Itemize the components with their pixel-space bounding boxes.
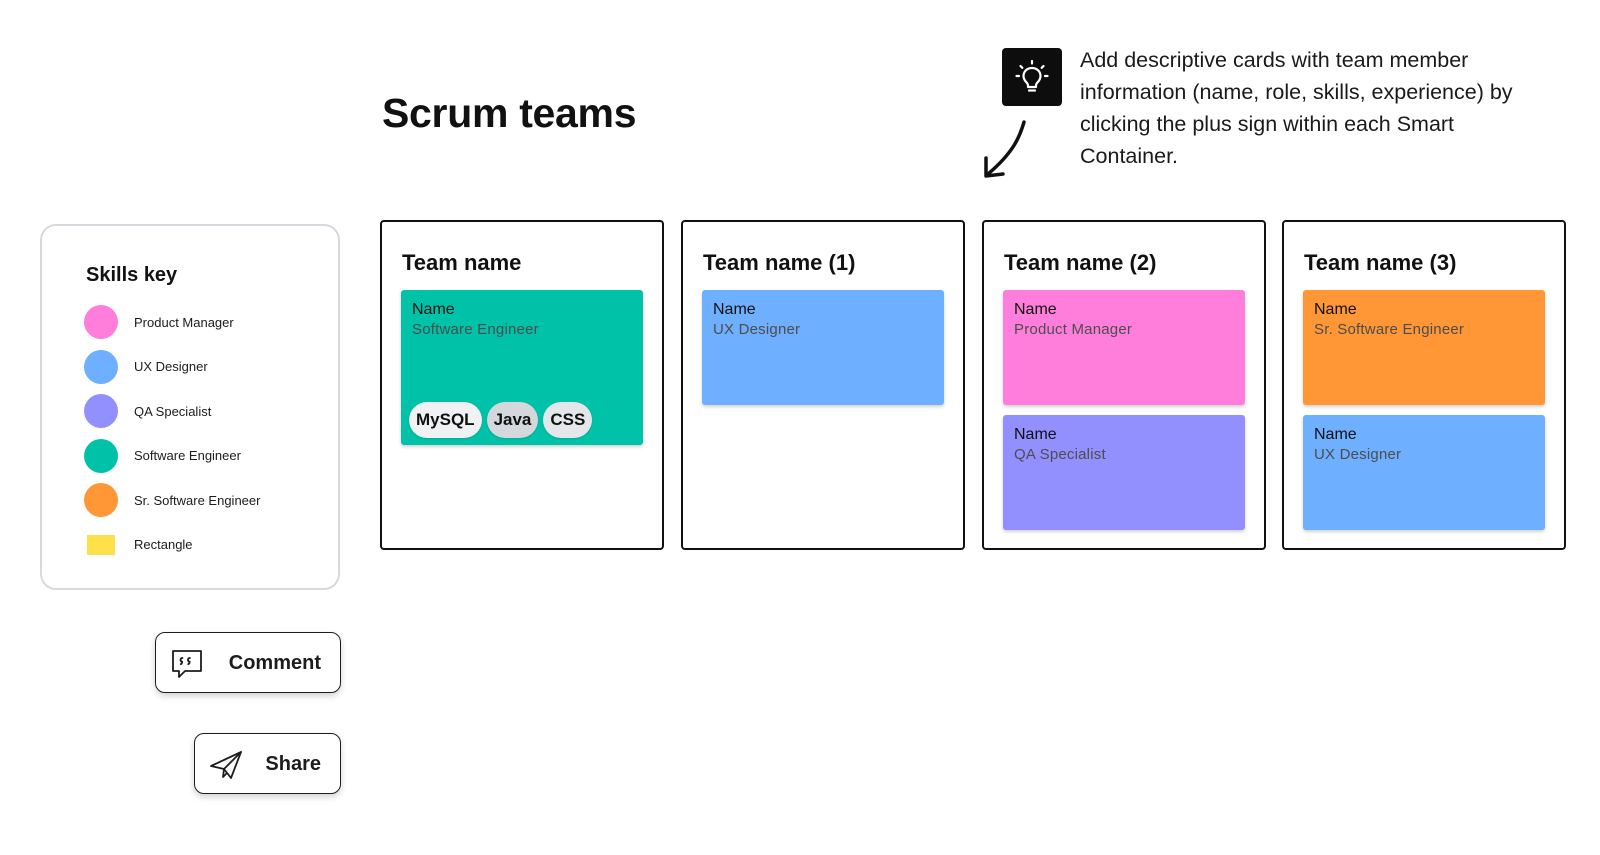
color-swatch	[84, 483, 118, 518]
comment-icon	[170, 647, 204, 681]
member-card[interactable]: Name UX Designer	[702, 290, 944, 405]
skills-key-item: Software Engineer	[84, 434, 260, 479]
skills-key-item: Product Manager	[84, 300, 260, 345]
skills-key-item: Rectangle	[84, 523, 260, 568]
color-swatch	[84, 305, 118, 340]
curved-arrow-icon	[976, 118, 1036, 188]
team-container[interactable]: Team name (3) Name Sr. Software Engineer…	[1282, 220, 1566, 550]
member-card[interactable]: Name UX Designer	[1303, 415, 1545, 530]
skills-key-label: Rectangle	[134, 537, 193, 553]
skills-key-label: Software Engineer	[134, 448, 241, 464]
skills-key-item: Sr. Software Engineer	[84, 478, 260, 523]
member-role: UX Designer	[713, 321, 801, 338]
comment-button-label: Comment	[228, 652, 321, 674]
member-name: Name	[1314, 426, 1357, 443]
skills-key-panel: Skills key Product Manager UX Designer QA …	[40, 224, 340, 590]
member-name: Name	[1314, 301, 1357, 318]
member-name: Name	[1014, 301, 1057, 318]
color-swatch	[84, 394, 118, 429]
team-title: Team name (3)	[1304, 250, 1457, 275]
member-card[interactable]: Name Software Engineer MySQL Java CSS	[401, 290, 643, 445]
tip-text: Add descriptive cards with team member i…	[1080, 48, 1513, 168]
member-role: Product Manager	[1014, 321, 1133, 338]
team-container[interactable]: Team name (1) Name UX Designer	[681, 220, 965, 550]
member-name: Name	[1014, 426, 1057, 443]
share-button[interactable]: Share	[194, 733, 341, 794]
color-swatch	[84, 438, 118, 473]
skills-key-label: Sr. Software Engineer	[134, 492, 261, 508]
share-button-label: Share	[265, 753, 321, 775]
paper-plane-icon	[209, 748, 243, 782]
skills-key-label: UX Designer	[134, 359, 208, 375]
team-title: Team name (2)	[1004, 250, 1157, 275]
member-name: Name	[412, 301, 455, 318]
skill-tag[interactable]: MySQL	[409, 402, 482, 438]
team-container[interactable]: Team name (2) Name Product Manager Name …	[982, 220, 1266, 550]
member-role: Sr. Software Engineer	[1314, 321, 1465, 338]
member-name: Name	[713, 301, 756, 318]
skills-key-title: Skills key	[86, 264, 178, 286]
skill-tag[interactable]: CSS	[543, 402, 593, 438]
member-card[interactable]: Name QA Specialist	[1003, 415, 1245, 530]
team-title: Team name	[402, 250, 522, 275]
rectangle-swatch	[87, 534, 115, 555]
skills-key-label: Product Manager	[134, 314, 234, 330]
color-swatch	[84, 349, 118, 384]
team-title: Team name (1)	[703, 250, 856, 275]
member-role: QA Specialist	[1014, 446, 1106, 463]
lightbulb-icon	[1002, 48, 1062, 106]
page-title: Scrum teams	[382, 90, 637, 136]
skills-key-item: UX Designer	[84, 345, 260, 390]
skill-tag[interactable]: Java	[486, 402, 539, 438]
team-container[interactable]: Team name Name Software Engineer MySQL J…	[380, 220, 664, 550]
member-role: Software Engineer	[412, 321, 539, 338]
member-card[interactable]: Name Sr. Software Engineer	[1303, 290, 1545, 405]
skill-tags: MySQL Java CSS	[409, 402, 593, 438]
member-card[interactable]: Name Product Manager	[1003, 290, 1245, 405]
comment-button[interactable]: Comment	[155, 632, 341, 693]
member-role: UX Designer	[1314, 446, 1402, 463]
skills-key-label: QA Specialist	[134, 403, 212, 419]
skills-key-item: QA Specialist	[84, 389, 260, 434]
